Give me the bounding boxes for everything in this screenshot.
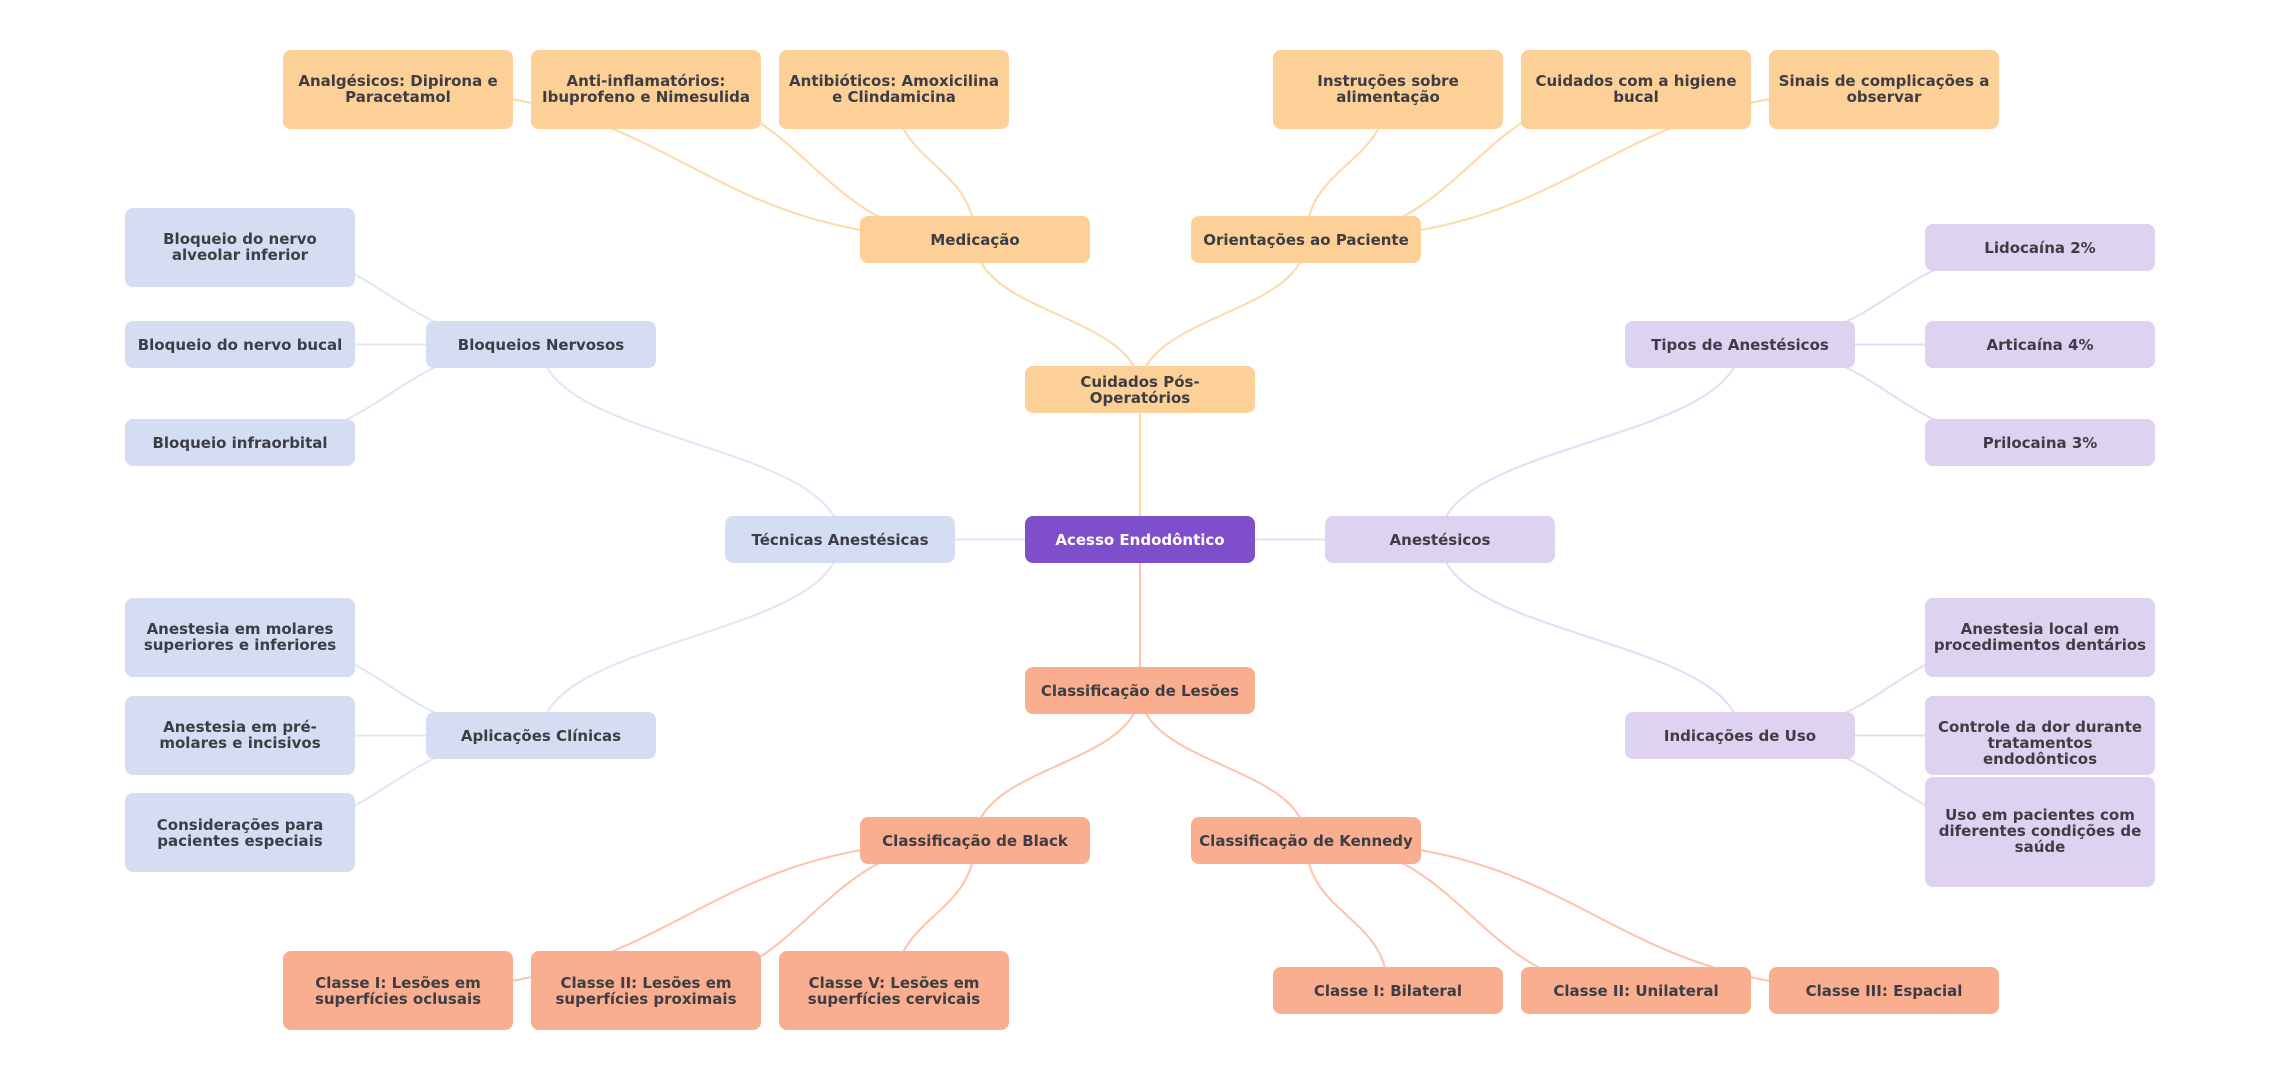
node-label: Classificação de Lesões: [1040, 681, 1240, 700]
node-buc[interactable]: Bloqueio do nervo bucal: [125, 321, 355, 368]
node-dor[interactable]: Controle da dor durante tratamentos endo…: [1925, 696, 2155, 775]
node-label: Classe II: Unilateral: [1553, 981, 1719, 1000]
node-label: Classe V: Lesões em superfícies cervicai…: [807, 973, 981, 1008]
edge-anest-indic: [1439, 539, 1741, 736]
node-lido[interactable]: Lidocaína 2%: [1925, 224, 2155, 271]
node-label: Anti-inflamatórios: Ibuprofeno e Nimesul…: [542, 72, 750, 106]
node-indic[interactable]: Indicações de Uso: [1625, 712, 1855, 759]
node-sinais[interactable]: Sinais de complicações a observar: [1769, 50, 1999, 129]
node-tec[interactable]: Técnicas Anestésicas: [725, 516, 955, 563]
node-label: Bloqueios Nervosos: [457, 335, 625, 354]
node-orient[interactable]: Orientações ao Paciente: [1191, 216, 1421, 263]
node-apl[interactable]: Aplicações Clínicas: [426, 712, 656, 759]
node-label: Aplicações Clínicas: [460, 726, 622, 745]
node-label: Técnicas Anestésicas: [751, 530, 929, 549]
node-tipos[interactable]: Tipos de Anestésicos: [1625, 321, 1855, 368]
node-premol[interactable]: Anestesia em pré-molares e incisivos: [125, 696, 355, 775]
node-care[interactable]: Cuidados Pós-Operatórios: [1025, 366, 1255, 413]
node-label: Sinais de complicações a observar: [1778, 72, 1990, 106]
node-bloq[interactable]: Bloqueios Nervosos: [426, 321, 656, 368]
node-label: Anestésicos: [1389, 530, 1491, 549]
node-label: Bloqueio do nervo bucal: [137, 335, 343, 354]
node-label: Orientações ao Paciente: [1203, 230, 1409, 249]
edge-care-orient: [1139, 239, 1307, 390]
node-antiinf[interactable]: Anti-inflamatórios: Ibuprofeno e Nimesul…: [531, 50, 761, 129]
node-label: Cuidados Pós-Operatórios: [1080, 372, 1200, 407]
node-anest[interactable]: Anestésicos: [1325, 516, 1555, 563]
node-kenn[interactable]: Classificação de Kennedy: [1191, 817, 1421, 864]
edge-anest-tipos: [1439, 344, 1741, 540]
node-b5[interactable]: Classe V: Lesões em superfícies cervicai…: [779, 951, 1009, 1030]
node-label: Antibióticos: Amoxicilina e Clindamicina: [789, 72, 999, 106]
edge-les-black: [974, 690, 1141, 841]
node-label: Acesso Endodôntico: [1055, 530, 1225, 549]
node-label: Classe I: Lesões em superfícies oclusais: [314, 973, 482, 1008]
node-uso[interactable]: Uso em pacientes com diferentes condiçõe…: [1925, 777, 2155, 887]
node-b2[interactable]: Classe II: Lesões em superfícies proxima…: [531, 951, 761, 1030]
node-label: Anestesia em molares superiores e inferi…: [143, 620, 337, 654]
edge-kenn-k1: [1305, 840, 1389, 991]
node-les[interactable]: Classificação de Lesões: [1025, 667, 1255, 714]
node-label: Analgésicos: Dipirona e Paracetamol: [298, 72, 498, 106]
edge-tec-bloq: [540, 344, 841, 540]
node-analg[interactable]: Analgésicos: Dipirona e Paracetamol: [283, 50, 513, 129]
node-label: Lidocaína 2%: [1984, 238, 2096, 257]
node-infra[interactable]: Bloqueio infraorbital: [125, 419, 355, 466]
node-label: Classe III: Espacial: [1805, 981, 1963, 1000]
node-label: Prilocaina 3%: [1982, 433, 2098, 452]
node-label: Tipos de Anestésicos: [1651, 335, 1829, 354]
node-label: Medicação: [930, 230, 1020, 249]
node-label: Articaína 4%: [1986, 335, 2094, 354]
node-black[interactable]: Classificação de Black: [860, 817, 1090, 864]
node-label: Uso em pacientes com diferentes condiçõe…: [1938, 806, 2142, 856]
node-antib[interactable]: Antibióticos: Amoxicilina e Clindamicina: [779, 50, 1009, 129]
node-label: Classe II: Lesões em superfícies proxima…: [555, 973, 737, 1008]
node-label: Considerações para pacientes especiais: [156, 815, 324, 850]
node-label: Anestesia em pré-molares e incisivos: [159, 718, 321, 752]
node-label: Classe I: Bilateral: [1313, 981, 1463, 1000]
node-label: Bloqueio do nervo alveolar inferior: [163, 230, 317, 264]
node-label: Instruções sobre alimentação: [1317, 72, 1459, 106]
node-consid[interactable]: Considerações para pacientes especiais: [125, 793, 355, 872]
node-label: Indicações de Uso: [1663, 726, 1817, 745]
node-hig[interactable]: Cuidados com a higiene bucal: [1521, 50, 1751, 129]
node-label: Bloqueio infraorbital: [152, 433, 328, 452]
edge-les-kenn: [1139, 690, 1307, 841]
edge-care-med: [974, 239, 1141, 390]
node-root[interactable]: Acesso Endodôntico: [1025, 516, 1255, 563]
node-label: Classificação de Kennedy: [1199, 831, 1413, 850]
node-local[interactable]: Anestesia local em procedimentos dentári…: [1925, 598, 2155, 677]
node-alim[interactable]: Instruções sobre alimentação: [1273, 50, 1503, 129]
node-label: Classificação de Black: [882, 831, 1068, 850]
node-arti[interactable]: Articaína 4%: [1925, 321, 2155, 368]
node-k3[interactable]: Classe III: Espacial: [1769, 967, 1999, 1014]
node-k1[interactable]: Classe I: Bilateral: [1273, 967, 1503, 1014]
node-med[interactable]: Medicação: [860, 216, 1090, 263]
node-label: Anestesia local em procedimentos dentári…: [1933, 620, 2147, 654]
node-k2[interactable]: Classe II: Unilateral: [1521, 967, 1751, 1014]
node-label: Cuidados com a higiene bucal: [1535, 72, 1737, 106]
node-b1[interactable]: Classe I: Lesões em superfícies oclusais: [283, 951, 513, 1030]
edge-tec-apl: [540, 539, 841, 736]
node-molares[interactable]: Anestesia em molares superiores e inferi…: [125, 598, 355, 677]
node-alv[interactable]: Bloqueio do nervo alveolar inferior: [125, 208, 355, 287]
node-label: Controle da dor durante tratamentos endo…: [1937, 718, 2143, 768]
node-prilo[interactable]: Prilocaina 3%: [1925, 419, 2155, 466]
